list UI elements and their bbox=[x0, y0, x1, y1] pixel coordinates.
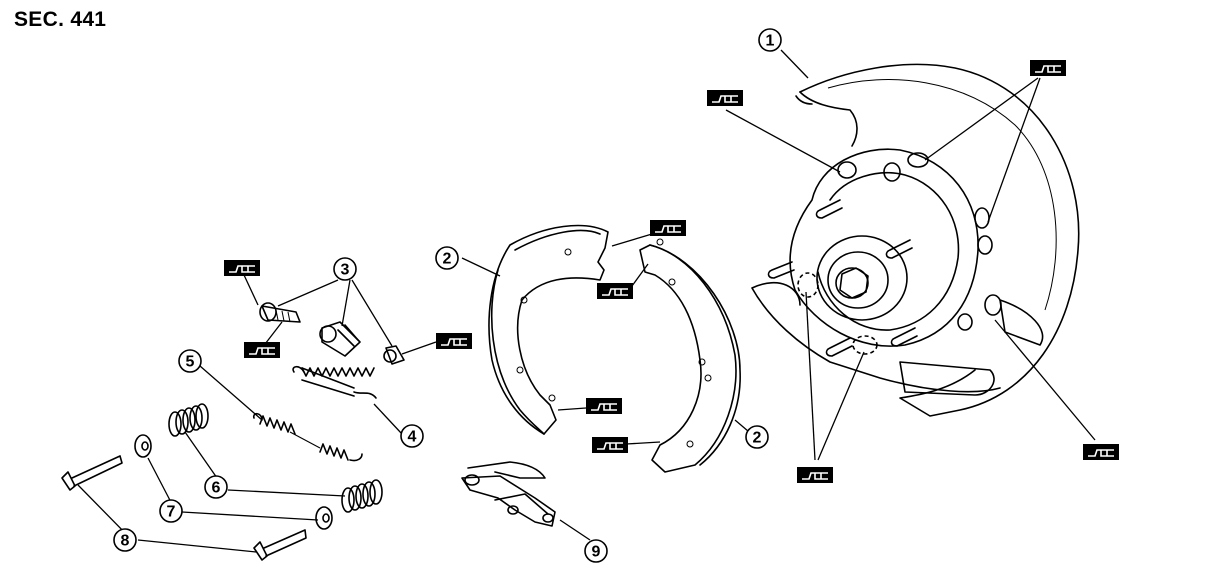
grease-point-icon bbox=[596, 282, 634, 300]
callout-label: 1 bbox=[766, 33, 775, 50]
hold-down-pins bbox=[61, 455, 307, 561]
grease-point-icon bbox=[591, 436, 629, 454]
lower-return-spring bbox=[252, 412, 363, 462]
grease-point-icon bbox=[223, 259, 261, 277]
backing-plate bbox=[751, 63, 1080, 417]
callout-7: 7 bbox=[159, 499, 183, 523]
grease-point-icon bbox=[706, 89, 744, 107]
adjuster-pins bbox=[259, 302, 405, 365]
adjuster-lever bbox=[461, 461, 556, 527]
callout-9: 9 bbox=[584, 539, 608, 563]
callout-6: 6 bbox=[204, 475, 228, 499]
upper-return-spring bbox=[292, 365, 377, 399]
callout-label: 5 bbox=[186, 354, 195, 371]
callout-label: 9 bbox=[592, 544, 601, 561]
callout-label: 3 bbox=[341, 262, 350, 279]
grease-point-icon bbox=[649, 219, 687, 237]
callout-2-right: 2 bbox=[745, 425, 769, 449]
brake-shoe-left bbox=[488, 224, 609, 435]
callout-label: 4 bbox=[408, 429, 417, 446]
hold-down-springs bbox=[168, 403, 383, 513]
callout-3: 3 bbox=[333, 257, 357, 281]
grease-point-icon bbox=[1082, 443, 1120, 461]
brake-shoe-right bbox=[639, 238, 741, 473]
leader-lines bbox=[77, 49, 1096, 553]
callout-1: 1 bbox=[758, 28, 782, 52]
callout-4: 4 bbox=[400, 424, 424, 448]
retainer-cups bbox=[134, 434, 333, 530]
callout-label: 6 bbox=[212, 480, 221, 497]
callout-8: 8 bbox=[113, 528, 137, 552]
section-title: SEC. 441 bbox=[14, 8, 107, 31]
grease-symbols bbox=[223, 59, 1120, 484]
grease-point-icon bbox=[435, 332, 473, 350]
grease-point-icon bbox=[243, 341, 281, 359]
callout-2-left: 2 bbox=[435, 246, 459, 270]
grease-point-icon bbox=[796, 466, 834, 484]
callout-label: 2 bbox=[753, 430, 762, 447]
callout-5: 5 bbox=[178, 349, 202, 373]
callout-label: 2 bbox=[443, 251, 452, 268]
grease-point-icon bbox=[1029, 59, 1067, 77]
callout-label: 8 bbox=[121, 533, 130, 550]
grease-point-icon bbox=[585, 397, 623, 415]
callout-label: 7 bbox=[167, 504, 176, 521]
